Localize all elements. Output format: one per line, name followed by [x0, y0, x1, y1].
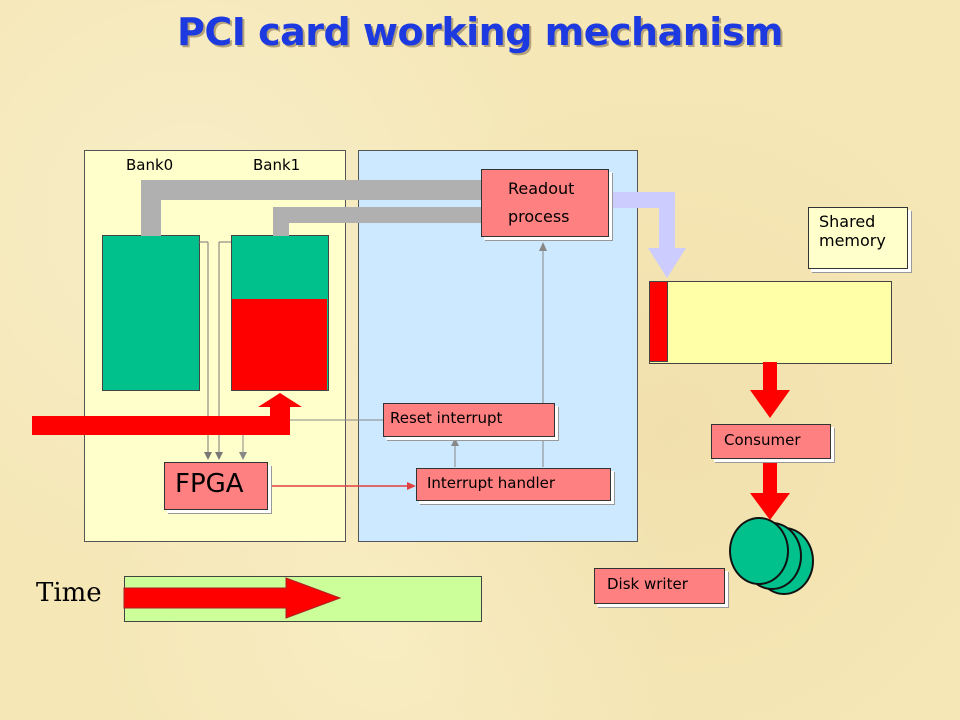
consumer-to-disk-arrow — [750, 493, 790, 520]
readout-to-memory-path — [610, 192, 675, 250]
readout-process-line2: process — [508, 207, 570, 226]
fpga-box: FPGA — [164, 462, 268, 510]
time-arrow — [123, 577, 342, 619]
bank0-label: Bank0 — [126, 156, 174, 174]
shared-memory-line2: memory — [819, 231, 886, 250]
shared-memory-filled-portion — [649, 281, 668, 362]
bank0-data-path — [141, 180, 482, 236]
shared-memory-line1: Shared — [819, 212, 876, 231]
readout-to-memory-arrowhead — [648, 248, 686, 278]
reset-interrupt-box: Reset interrupt — [383, 403, 555, 437]
disk-writer-box: Disk writer — [594, 568, 725, 604]
time-label: Time — [36, 578, 102, 608]
incoming-data-arrow — [32, 393, 302, 435]
bank1-filled-portion — [232, 299, 327, 390]
shared-memory-label-box: Shared memory — [808, 207, 908, 269]
readout-process-line1: Readout — [508, 179, 575, 198]
interrupt-handler-box: Interrupt handler — [416, 468, 611, 501]
bank1-data-path — [273, 207, 482, 236]
page-title: PCI card working mechanism — [176, 10, 784, 54]
bank1-label: Bank1 — [253, 156, 301, 174]
memory-to-consumer-arrow — [750, 390, 790, 418]
readout-process-box: Readout process — [481, 169, 609, 237]
consumer-box: Consumer — [711, 424, 831, 459]
disk-icon — [729, 517, 789, 585]
